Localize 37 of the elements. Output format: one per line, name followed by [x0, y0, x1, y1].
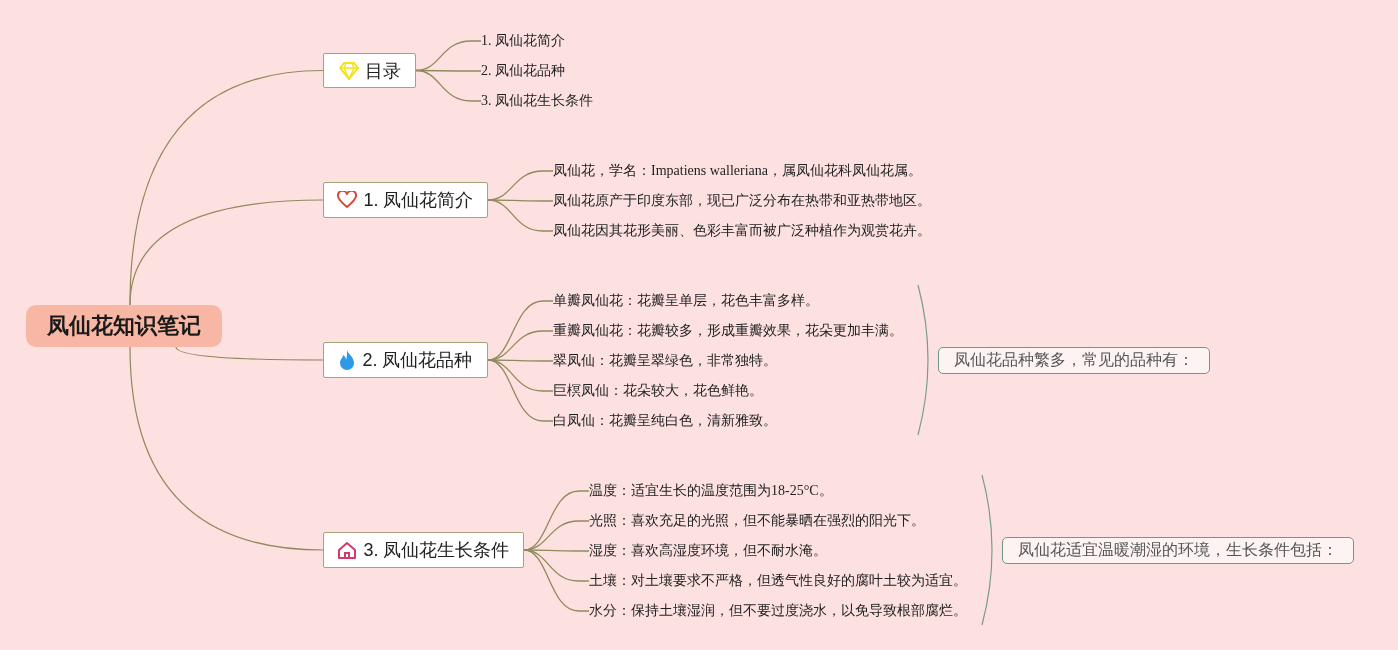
topic-text: 翠凤仙：花瓣呈翠绿色，非常独特。 — [553, 351, 777, 371]
topic-box — [323, 53, 416, 88]
topic-text: 巨榠凤仙：花朵较大，花色鲜艳。 — [553, 381, 763, 401]
connector-line — [523, 549, 590, 612]
topic-text: 白凤仙：花瓣呈纯白色，清新雅致。 — [553, 411, 777, 431]
topic-text: 土壤：对土壤要求不严格，但透气性良好的腐叶土较为适宜。 — [589, 571, 967, 591]
topic-text: 单瓣凤仙花：花瓣呈单层，花色丰富多样。 — [553, 291, 819, 311]
topic-text: 温度：适宜生长的温度范围为18-25°C。 — [589, 481, 833, 501]
connector-line — [129, 199, 324, 306]
summary-box: 凤仙花适宜温暖潮湿的环境，生长条件包括： — [1002, 537, 1354, 564]
connector-line — [487, 359, 554, 422]
topic-text: 2. 凤仙花品种 — [481, 61, 565, 81]
topic-label: 目录 — [364, 59, 401, 83]
connector-line — [129, 346, 324, 551]
topic-box — [323, 182, 488, 218]
connector-line — [415, 69, 482, 102]
topic-box — [323, 532, 524, 568]
topic-text: 重瓣凤仙花：花瓣较多，形成重瓣效果，花朵更加丰满。 — [553, 321, 903, 341]
topic-text: 凤仙花因其花形美丽、色彩丰富而被广泛种植作为观赏花卉。 — [553, 221, 931, 241]
connector-line — [175, 346, 324, 361]
topic-label: 3. 凤仙花生长条件 — [363, 539, 510, 562]
topic-label: 2. 凤仙花品种 — [362, 349, 473, 372]
connector-line — [487, 199, 554, 202]
connector-line — [487, 359, 554, 362]
summary-box: 凤仙花品种繁多，常见的品种有： — [938, 347, 1210, 374]
topic-text: 1. 凤仙花简介 — [481, 31, 565, 51]
topic-text: 凤仙花，学名：Impatiens walleriana，属凤仙花科凤仙花属。 — [553, 161, 922, 181]
topic-box — [323, 342, 488, 378]
connector-line — [523, 549, 590, 552]
central-topic: 凤仙花知识笔记 — [26, 305, 222, 347]
topic-text: 水分：保持土壤湿润，但不要过度浇水，以免导致根部腐烂。 — [589, 601, 967, 621]
topic-text: 光照：喜欢充足的光照，但不能暴晒在强烈的阳光下。 — [589, 511, 925, 531]
topic-text: 凤仙花原产于印度东部，现已广泛分布在热带和亚热带地区。 — [553, 191, 931, 211]
topic-text: 湿度：喜欢高湿度环境，但不耐水淹。 — [589, 541, 827, 561]
connector-line — [487, 199, 554, 232]
topic-label: 1. 凤仙花简介 — [363, 189, 474, 212]
topic-text: 3. 凤仙花生长条件 — [481, 91, 593, 111]
